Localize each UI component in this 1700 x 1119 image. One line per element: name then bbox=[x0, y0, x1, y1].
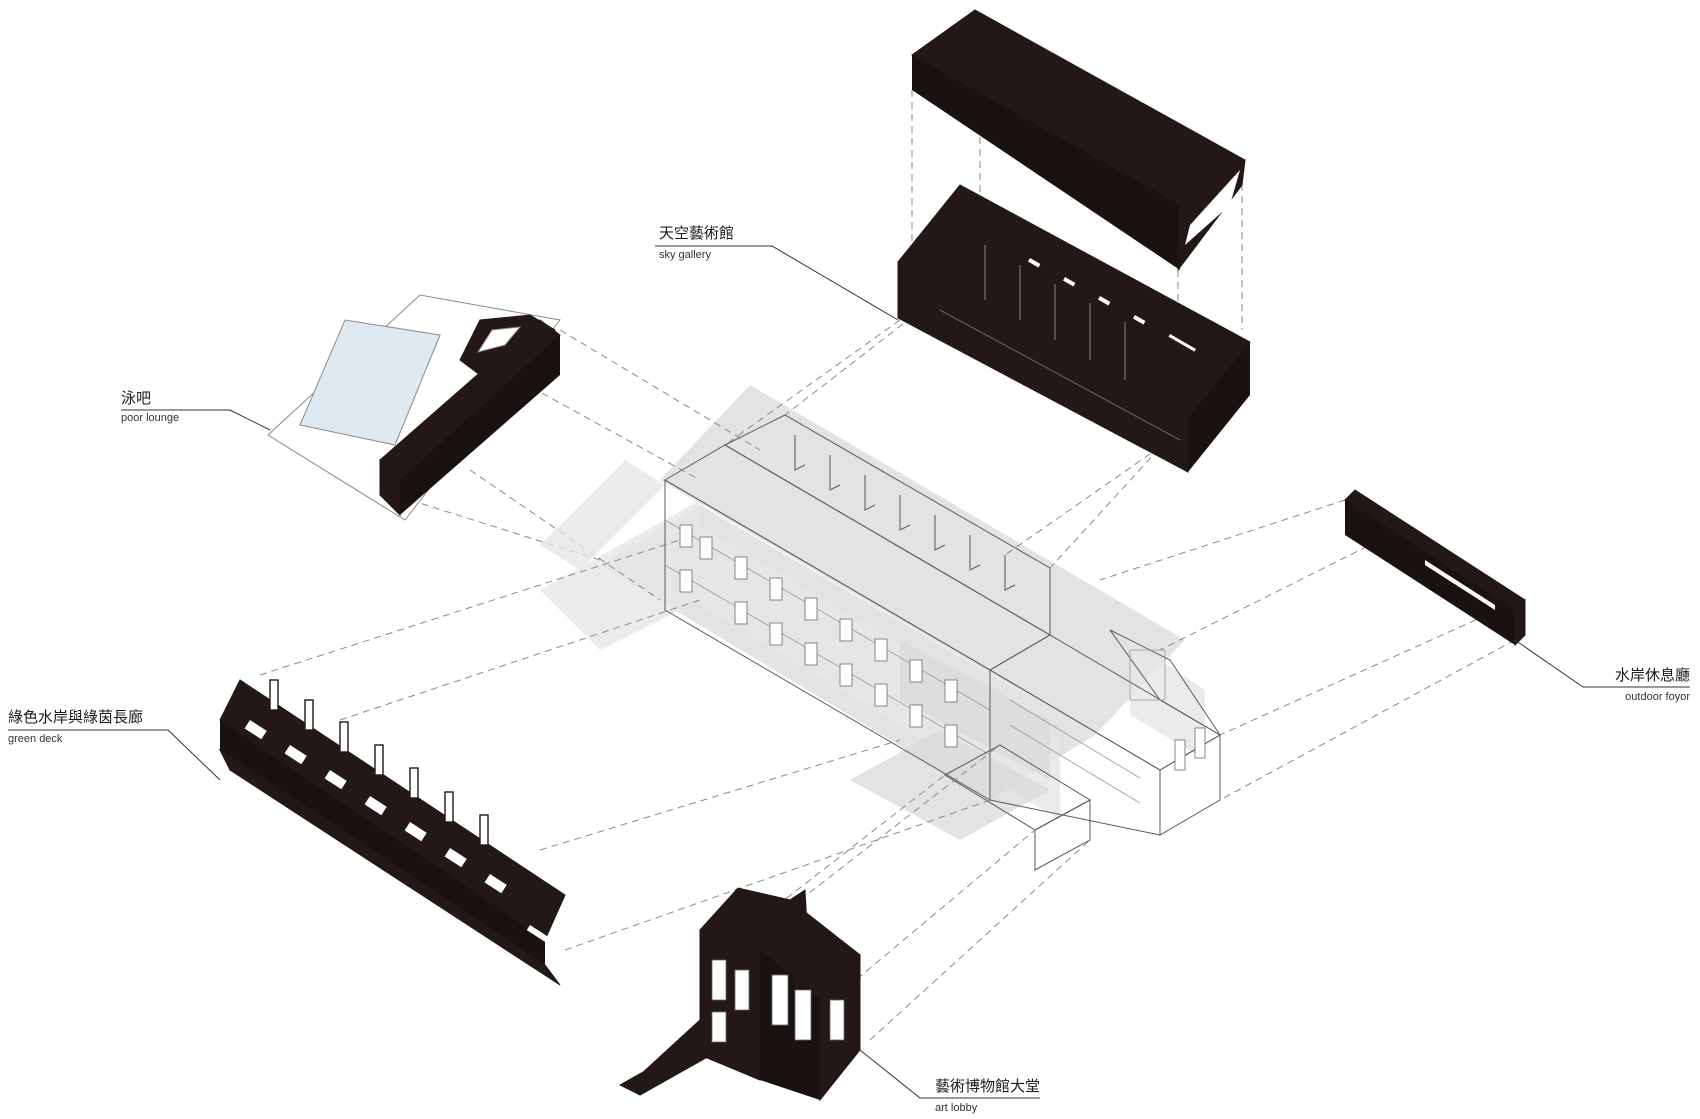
pool-lounge-en: poor lounge bbox=[121, 412, 179, 424]
gallery-fins bbox=[939, 245, 1181, 441]
outdoor-foyer-en: outdoor foyor bbox=[1625, 691, 1690, 703]
facade-windows bbox=[679, 524, 958, 748]
sky-gallery-volume bbox=[897, 9, 1251, 473]
label-leaders bbox=[8, 245, 1690, 1099]
label-sky-gallery: 天空藝術館 sky gallery bbox=[659, 224, 734, 261]
green-deck-en: green deck bbox=[8, 733, 63, 745]
label-art-lobby: 藝術博物館大堂 art lobby bbox=[935, 1077, 1040, 1114]
art-lobby-zh: 藝術博物館大堂 bbox=[935, 1077, 1040, 1095]
sky-gallery-zh: 天空藝術館 bbox=[659, 224, 734, 242]
central-building-outline bbox=[664, 414, 1221, 871]
outdoor-foyer-zh: 水岸休息廳 bbox=[1615, 666, 1690, 684]
green-deck-zh: 綠色水岸與綠茵長廊 bbox=[8, 708, 143, 726]
sky-gallery-en: sky gallery bbox=[659, 249, 711, 261]
central-building-ghost bbox=[540, 385, 1205, 840]
pool-lounge-volume bbox=[267, 294, 561, 521]
pool-lounge-zh: 泳吧 bbox=[121, 389, 151, 407]
art-lobby-en: art lobby bbox=[935, 1102, 978, 1114]
label-outdoor-foyer: 水岸休息廳 outdoor foyor bbox=[1615, 666, 1690, 703]
label-green-deck: 綠色水岸與綠茵長廊 green deck bbox=[8, 708, 143, 745]
art-lobby-volume bbox=[618, 887, 861, 1102]
deck-openings bbox=[244, 719, 551, 944]
green-deck-volume bbox=[218, 679, 566, 986]
roof-fins bbox=[794, 435, 1016, 591]
deck-fins bbox=[269, 679, 489, 846]
projection-lines bbox=[259, 90, 1521, 1041]
gallery-clerestory-slits bbox=[1028, 257, 1196, 352]
label-pool-lounge: 泳吧 poor lounge bbox=[121, 389, 179, 424]
outdoor-foyer-volume bbox=[1344, 489, 1526, 647]
pool-slab-ghost bbox=[540, 460, 665, 570]
